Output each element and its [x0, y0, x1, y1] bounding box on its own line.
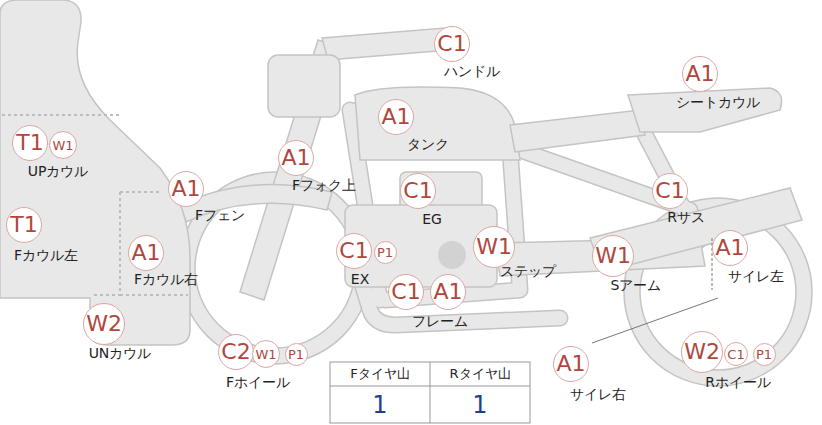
- part-name: サイレ右: [570, 387, 626, 402]
- damage-code: A1: [131, 242, 160, 264]
- damage-code: A1: [171, 178, 200, 200]
- damage-code-circle: W1: [252, 340, 280, 368]
- damage-code-circle: A1: [128, 235, 164, 271]
- damage-code: A1: [281, 147, 310, 169]
- damage-code: A1: [433, 281, 462, 303]
- damage-code-circle: C2: [218, 334, 254, 370]
- damage-code-circle: W1: [49, 131, 77, 159]
- table-header: Fタイヤ山: [350, 367, 409, 381]
- part-name: UNカウル: [89, 346, 152, 361]
- part-name: タンク: [407, 137, 449, 152]
- damage-code-circle: A1: [553, 346, 589, 382]
- damage-code: C1: [437, 33, 466, 55]
- part-name: フレーム: [412, 314, 468, 329]
- damage-code: C2: [221, 341, 250, 363]
- part-name: Fホイール: [226, 375, 290, 390]
- damage-code-circle: W2: [681, 331, 723, 373]
- damage-code: P1: [288, 348, 304, 361]
- damage-code-circle: W1: [473, 226, 515, 268]
- damage-code-circle: C1: [724, 342, 748, 366]
- damage-code-circle: A1: [278, 140, 314, 176]
- damage-code: T1: [16, 132, 43, 154]
- damage-code: W2: [86, 313, 122, 335]
- damage-code-circle: C1: [400, 173, 436, 209]
- damage-code: C1: [655, 180, 684, 202]
- part-name: Rサス: [667, 210, 705, 225]
- damage-code: W1: [255, 348, 276, 361]
- part-name: EG: [422, 212, 442, 227]
- part-name: Sアーム: [611, 278, 662, 293]
- damage-code: A1: [685, 63, 714, 85]
- damage-code-circle: A1: [430, 274, 466, 310]
- damage-code: W2: [684, 341, 720, 363]
- damage-code: C1: [727, 348, 744, 361]
- part-name: ハンドル: [444, 64, 500, 79]
- damage-code: T1: [10, 214, 37, 236]
- part-name: サイレ左: [728, 269, 784, 284]
- table-header: Rタイヤ山: [449, 367, 510, 381]
- damage-code-circle: A1: [712, 230, 748, 266]
- damage-code: C1: [339, 240, 368, 262]
- part-name: EX: [351, 272, 369, 287]
- damage-code-circle: P1: [753, 343, 776, 366]
- damage-code-circle: P1: [285, 343, 308, 366]
- damage-code-circle: A1: [682, 56, 718, 92]
- damage-code-circle: C1: [336, 233, 372, 269]
- part-name: UPカウル: [28, 164, 89, 179]
- damage-code-circle: C1: [434, 26, 470, 62]
- damage-code-circle: A1: [378, 99, 414, 135]
- damage-code-circle: A1: [168, 171, 204, 207]
- part-name: Rホイール: [705, 375, 771, 390]
- damage-code-circle: T1: [6, 207, 42, 243]
- part-name: Fカウル右: [134, 272, 198, 287]
- damage-code: W1: [595, 245, 631, 267]
- damage-code-circle: T1: [12, 125, 48, 161]
- damage-code-circle: P1: [374, 241, 397, 264]
- part-name: ステップ: [500, 264, 556, 279]
- damage-code: A1: [381, 106, 410, 128]
- part-name: Fカウル左: [14, 248, 78, 263]
- damage-code: C1: [403, 180, 432, 202]
- damage-code-circle: W1: [592, 235, 634, 277]
- damage-code-circle: W2: [83, 303, 125, 345]
- table-value: 1: [372, 392, 387, 418]
- part-name: Fフェン: [195, 208, 245, 223]
- table-value: 1: [472, 392, 487, 418]
- part-name: シートカウル: [676, 95, 760, 110]
- damage-code: P1: [756, 348, 772, 361]
- damage-code: A1: [715, 237, 744, 259]
- damage-code: P1: [377, 246, 393, 259]
- part-name: Fフォク上: [292, 178, 356, 193]
- damage-code-circle: C1: [388, 274, 424, 310]
- damage-code: W1: [52, 139, 73, 152]
- damage-code: A1: [556, 353, 585, 375]
- damage-code: W1: [476, 236, 512, 258]
- damage-code-circle: C1: [652, 173, 688, 209]
- damage-code: C1: [391, 281, 420, 303]
